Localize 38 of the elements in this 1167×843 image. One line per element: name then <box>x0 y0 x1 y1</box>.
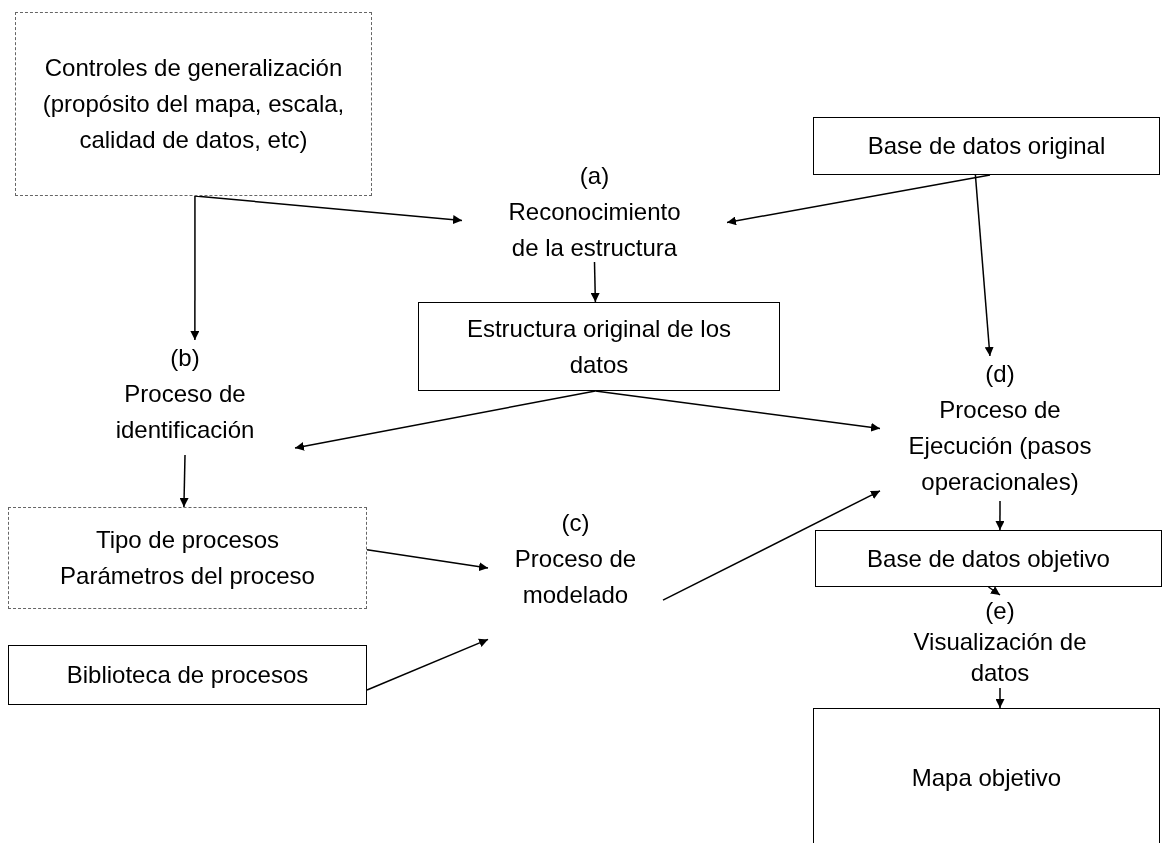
arrow <box>974 174 994 357</box>
step-marker: (c) <box>561 508 590 538</box>
node-label: Reconocimiento de la estructura <box>507 197 682 263</box>
arrow <box>662 490 881 601</box>
process-box <box>8 645 367 705</box>
process-box <box>813 708 1160 843</box>
arrow <box>995 687 1005 709</box>
arrow <box>995 500 1005 531</box>
step-marker: (a) <box>579 161 610 191</box>
step-marker: (e) <box>985 596 1015 626</box>
step-marker: (d) <box>985 359 1015 389</box>
process-box <box>815 530 1162 587</box>
control-box <box>8 507 367 609</box>
process-box <box>418 302 780 391</box>
arrow <box>726 174 991 226</box>
node-label: Biblioteca de procesos <box>66 660 309 690</box>
arrow <box>366 638 489 691</box>
node-label: Visualización de datos <box>912 627 1088 688</box>
node-label: Estructura original de los datos <box>465 313 733 380</box>
node-label: Tipo de procesos <box>95 525 280 555</box>
node-label: Proceso de Ejecución (pasos operacionales) <box>907 395 1093 497</box>
node-label: Base de datos objetivo <box>867 543 1110 574</box>
step-marker: (b) <box>170 343 200 373</box>
arrow <box>987 586 1001 596</box>
node-label: Mapa objetivo <box>911 763 1062 793</box>
arrow <box>594 390 881 432</box>
node-label: Parámetros del proceso <box>60 561 315 591</box>
control-box <box>15 12 372 196</box>
arrow <box>190 195 200 341</box>
arrow <box>590 261 600 303</box>
arrow <box>294 390 597 451</box>
node-label: Proceso de modelado <box>513 544 638 610</box>
node-label: Proceso de identificación <box>114 379 256 445</box>
arrow <box>179 454 189 508</box>
arrow <box>366 549 489 572</box>
node-label: Controles de generalización (propósito del mapa, escala, calidad de datos, etc) <box>41 53 346 155</box>
process-box <box>813 117 1160 175</box>
node-label: Base de datos original <box>867 131 1106 161</box>
